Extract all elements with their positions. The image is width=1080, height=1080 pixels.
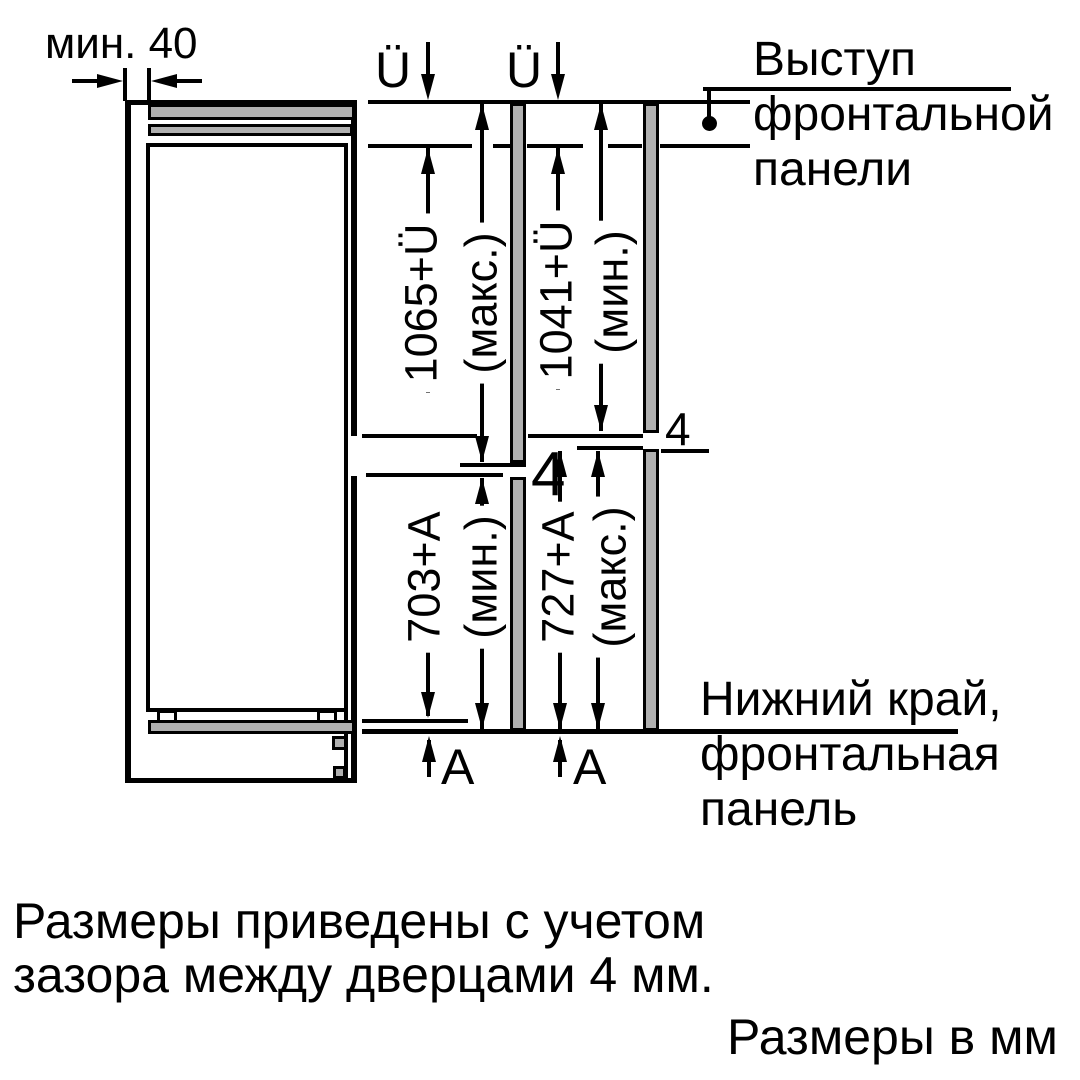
dim-upper-right-qualifier: (мин.) bbox=[587, 220, 638, 364]
dim-lower-right-main-head-bottom bbox=[591, 703, 605, 729]
front-panel-overhang-callout: Выступ фронтальной панели bbox=[753, 32, 1054, 197]
footnote-line1: Размеры приведены с учетом bbox=[13, 893, 706, 949]
a-right-arrowhead bbox=[553, 736, 567, 762]
overhang-u2-label: Ü bbox=[506, 42, 543, 98]
dim-lower-right-value-head-bottom bbox=[553, 703, 567, 729]
dim-lower-right-main-head-top bbox=[591, 451, 605, 477]
min-gap-arrowhead-right bbox=[97, 74, 123, 88]
a-right-label: A bbox=[573, 739, 607, 795]
overhang-line-seg4 bbox=[608, 144, 642, 148]
callout-top-line2: фронтальной bbox=[753, 88, 1054, 141]
split-line-mid-col bbox=[528, 434, 643, 438]
min-gap-arrow-right-shaft bbox=[174, 79, 202, 83]
door-gap-right-label: 4 bbox=[665, 403, 691, 455]
left-gap-bottom-line bbox=[366, 473, 503, 477]
dim-upper-left-qualifier: (макс.) bbox=[456, 222, 507, 384]
dim-lower-right-qualifier: (макс.) bbox=[585, 496, 636, 658]
left-door-panel-lower bbox=[510, 477, 526, 731]
top-cover-strip bbox=[148, 124, 353, 136]
callout-bottom-line2: фронтальная bbox=[700, 728, 1000, 781]
a-left-arrowhead bbox=[422, 736, 436, 762]
footnote-line2: зазора между дверцами 4 мм. bbox=[13, 947, 714, 1003]
min-gap-arrowhead-left bbox=[151, 74, 177, 88]
overhang-line-seg1 bbox=[368, 144, 472, 148]
min-gap-label: мин. 40 bbox=[45, 19, 198, 68]
dim-upper-left-main-head-top bbox=[475, 104, 489, 130]
right-gap-bottom-tick bbox=[577, 446, 643, 450]
callout-bottom-line3: панель bbox=[700, 783, 858, 836]
dim-upper-left-value: 1065+Ü bbox=[396, 213, 447, 393]
dim-upper-right-value: 1041+Ü bbox=[531, 210, 582, 390]
plinth-panel bbox=[148, 720, 355, 734]
u2-arrowhead bbox=[551, 74, 565, 100]
u1-arrow-shaft bbox=[426, 42, 430, 78]
overhang-line-seg3 bbox=[527, 144, 583, 148]
cabinet-door-edge-upper bbox=[351, 100, 357, 436]
cabinet-left-wall bbox=[125, 100, 131, 783]
top-vent-strip bbox=[148, 104, 355, 120]
top-callout-underline bbox=[703, 87, 1011, 91]
dim-lower-right-value: 727+A bbox=[533, 501, 584, 653]
callout-top-line3: панели bbox=[753, 143, 913, 196]
dim-upper-right-main-head-top bbox=[594, 104, 608, 130]
a-left-label: A bbox=[441, 739, 475, 795]
dim-upper-left-value-head bbox=[421, 148, 435, 174]
right-door-panel-lower bbox=[643, 449, 659, 731]
right-gap-callout-line bbox=[661, 449, 709, 453]
overhang-line-seg2 bbox=[493, 144, 510, 148]
dim-lower-left-value: 703+A bbox=[399, 501, 450, 653]
gap-footnote: Размеры приведены с учетом зазора между … bbox=[13, 894, 714, 1002]
right-door-panel-upper bbox=[643, 103, 659, 433]
dim-upper-right-value-head bbox=[551, 148, 565, 174]
cabinet-top-edge bbox=[125, 100, 357, 105]
min-gap-tick-right bbox=[147, 68, 151, 103]
left-gap-top-tick bbox=[460, 463, 526, 467]
min-gap-arrow-left-shaft bbox=[72, 79, 100, 83]
dim-lower-right-value-head-top bbox=[553, 451, 567, 477]
cabinet-bottom-edge bbox=[125, 778, 357, 783]
callout-bottom-line1: Нижний край, bbox=[700, 673, 1002, 726]
units-caption: Размеры в мм bbox=[727, 1009, 1058, 1065]
split-line-left-col bbox=[362, 434, 477, 438]
dim-upper-right-main-head-bottom bbox=[594, 405, 608, 431]
appliance-body bbox=[146, 143, 348, 712]
u2-arrow-shaft bbox=[556, 42, 560, 78]
bottom-reference-line bbox=[362, 729, 958, 734]
dim-upper-left-main-head-bottom bbox=[475, 436, 489, 462]
bottom-edge-callout: Нижний край, фронтальная панель bbox=[700, 672, 1002, 837]
top-reference-line bbox=[368, 100, 750, 104]
callout-top-line1: Выступ bbox=[753, 33, 917, 86]
plinth-top-reference-line bbox=[362, 719, 468, 723]
hinge-block-upper bbox=[332, 736, 347, 750]
overhang-u1-label: Ü bbox=[375, 42, 412, 98]
top-callout-leader bbox=[707, 87, 711, 119]
dim-lower-left-main-head-top bbox=[475, 478, 489, 504]
overhang-line-seg5 bbox=[660, 144, 750, 148]
top-callout-dot bbox=[702, 116, 717, 131]
cabinet-door-edge-lower bbox=[351, 476, 357, 783]
dim-lower-left-main-head-bottom bbox=[475, 703, 489, 729]
dim-lower-left-qualifier: (мин.) bbox=[456, 505, 507, 649]
min-gap-tick-left bbox=[123, 68, 127, 101]
hinge-block-lower bbox=[333, 766, 346, 779]
left-door-panel-upper bbox=[510, 103, 526, 463]
u1-arrowhead bbox=[421, 74, 435, 100]
dim-lower-left-value-head bbox=[421, 692, 435, 718]
